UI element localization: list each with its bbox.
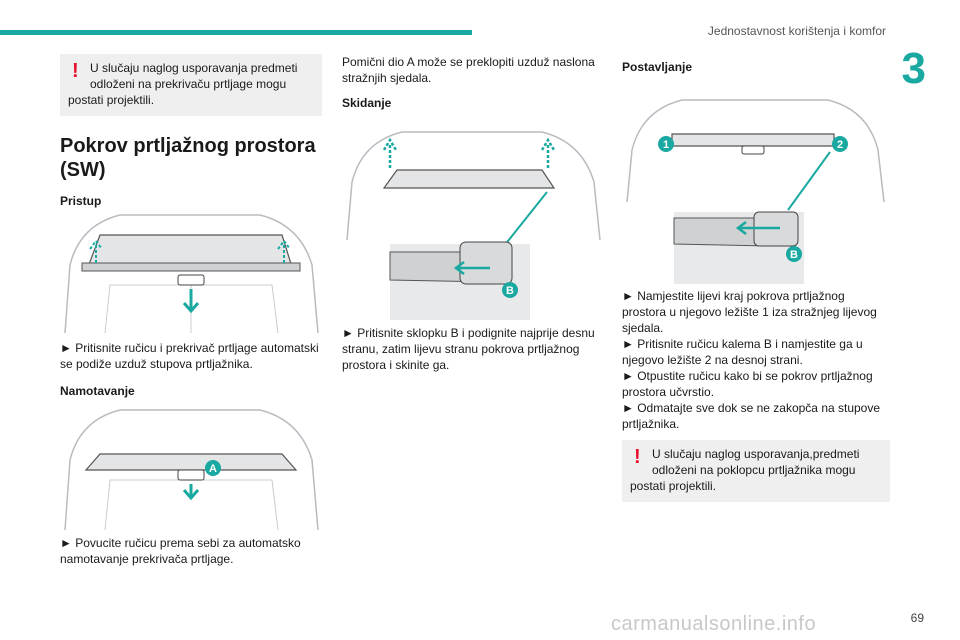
text-line: namotavanje prekrivača prtljage. [60, 552, 234, 566]
callout-label: A [209, 463, 217, 475]
section-title: Jednostavnost korištenja i komfor [707, 24, 886, 38]
text-line: ► Povucite ručicu prema sebi za automats… [60, 536, 301, 550]
text-line: sjedala. [622, 321, 664, 335]
warning-line: odloženi na poklopcu prtljažnika mogu [652, 463, 856, 477]
callout-label: B [790, 249, 798, 261]
text-line: ► Pritisnite ručicu i prekrivač prtljage… [60, 341, 319, 355]
warning-box: ! U slučaju naglog usporavanja predmeti … [60, 54, 322, 116]
text-line: Pomični dio A može se preklopiti uzduž n… [342, 55, 595, 69]
callout-b [502, 282, 518, 298]
text-line: ► Otpustite ručicu kako bi se pokrov prt… [622, 369, 873, 383]
subheading-pristup: Pristup [60, 194, 102, 208]
text-line: ► Namjestite lijevi kraj pokrova prtljaž… [622, 289, 845, 303]
warning-line: U slučaju naglog usporavanja predmeti [90, 61, 298, 75]
callout-label: B [506, 285, 514, 297]
warning-icon: ! [634, 446, 641, 468]
warning-line: postati projektili. [630, 479, 717, 493]
text-line: prostora učvrstio. [622, 385, 715, 399]
text-line: ► Odmatajte sve dok se ne zakopča na stu… [622, 401, 881, 415]
callout-b [786, 246, 802, 262]
chapter-number: 3 [901, 44, 926, 93]
figure-removal: B [346, 131, 601, 320]
page-heading: Pokrov prtljažnog prostora (SW) [60, 134, 322, 182]
pristup-text: ► Pritisnite ručicu i prekrivač prtljage… [60, 340, 328, 398]
warning-line: odloženi na prekrivaču prtljage mogu [90, 77, 287, 91]
callout-1 [658, 136, 674, 152]
text-line: se podiže uzduž stupova prtljažnika. [60, 357, 253, 371]
text-line: stražnjih sjedala. [342, 71, 432, 85]
column-right: Postavljanje [622, 60, 890, 74]
heading-line: (SW) [60, 159, 106, 181]
text-line: prostora i skinite ga. [342, 358, 450, 372]
column-middle: Pomični dio A može se preklopiti uzduž n… [342, 54, 604, 110]
callout-label: 2 [837, 139, 843, 151]
text-line: ► Pritisnite sklopku B i podignite najpr… [342, 326, 595, 340]
warning-line: U slučaju naglog usporavanja,predmeti [652, 447, 860, 461]
header-accent-bar [0, 30, 472, 35]
callout-label: 1 [663, 139, 669, 151]
figure-rolling: A [64, 409, 319, 530]
figure-access [64, 214, 319, 333]
subheading-namotavanje: Namotavanje [60, 384, 135, 398]
callout-2 [832, 136, 848, 152]
callout-a [205, 460, 221, 476]
postavljanje-text: ► Namjestite lijevi kraj pokrova prtljaž… [622, 288, 890, 502]
heading-line: Pokrov prtljažnog prostora [60, 135, 316, 157]
namotavanje-text: ► Povucite ručicu prema sebi za automats… [60, 535, 328, 567]
text-line: prostora u njegovo ležište 1 iza stražnj… [622, 305, 877, 319]
text-line: ► Pritisnite ručicu kalema B i namjestit… [622, 337, 863, 351]
subheading-skidanje: Skidanje [342, 96, 392, 110]
subheading-postavljanje: Postavljanje [622, 60, 693, 74]
text-line: prtljažnika. [622, 417, 680, 431]
figure-install: 1 2 B [626, 99, 885, 284]
text-line: stranu, zatim lijevu stranu pokrova prtl… [342, 342, 580, 356]
page-number: 69 [910, 611, 924, 625]
skidanje-text: ► Pritisnite sklopku B i podignite najpr… [342, 325, 604, 373]
column-left: ! U slučaju naglog usporavanja predmeti … [60, 54, 322, 208]
warning-icon: ! [72, 60, 79, 82]
watermark: carmanualsonline.info [611, 613, 817, 635]
text-line: njegovo ležište 2 na desnoj strani. [622, 353, 803, 367]
warning-line: postati projektili. [68, 93, 155, 107]
warning-box: ! U slučaju naglog usporavanja,predmeti … [622, 440, 890, 502]
